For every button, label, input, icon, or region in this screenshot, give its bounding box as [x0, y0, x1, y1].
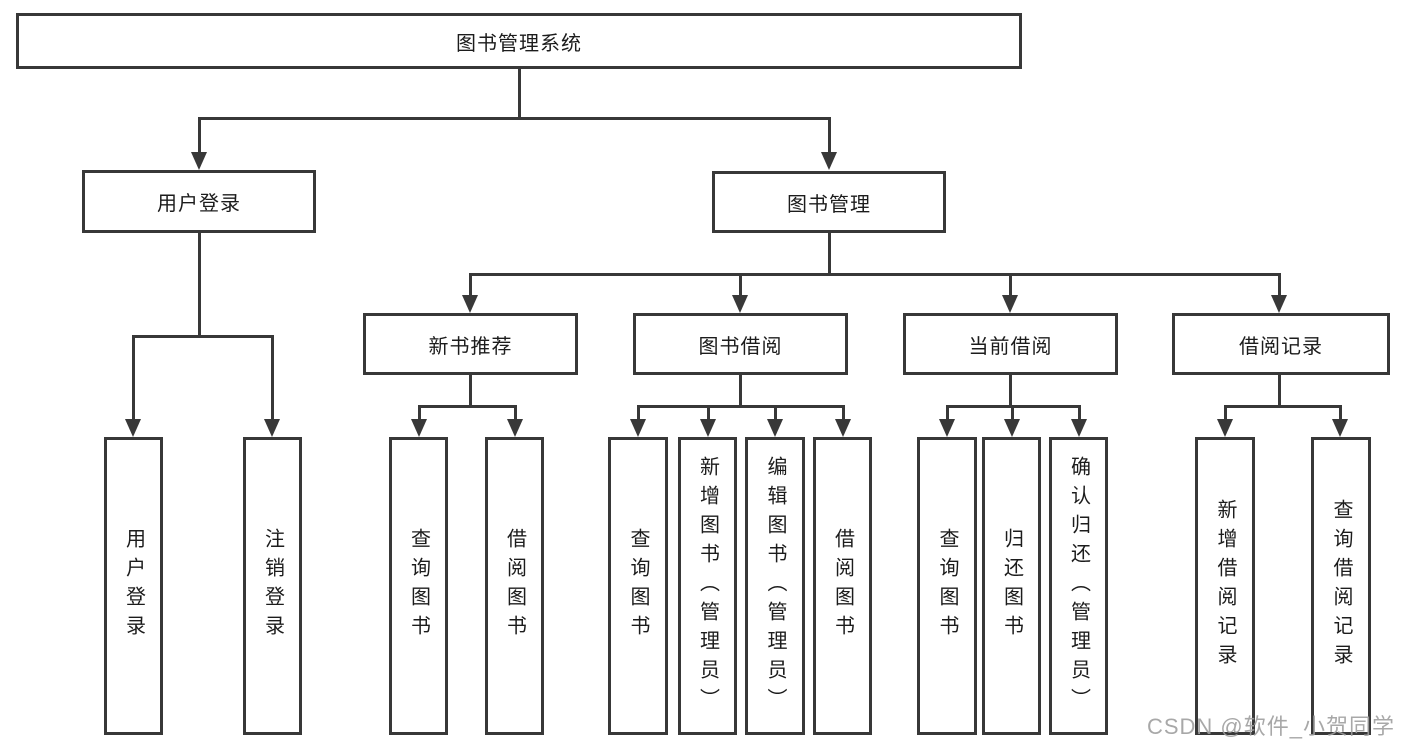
arrowhead-br-query: [1332, 419, 1348, 437]
connector-to-bb-borrow: [842, 405, 845, 420]
connector-book-borrow-drop: [739, 375, 742, 406]
node-book-borrow: 图书借阅: [633, 313, 848, 375]
connector-to-logout: [271, 335, 274, 420]
arrowhead-bb-query: [630, 419, 646, 437]
connector-to-book-mgmt: [828, 117, 831, 153]
leaf-bb-borrow-label: 借阅图书: [831, 528, 854, 644]
arrowhead-cb-confirm: [1071, 419, 1087, 437]
connector-user-login-drop: [198, 233, 201, 335]
node-book-mgmt-label: 图书管理: [787, 193, 871, 216]
connector-current-borrow-drop: [1009, 375, 1012, 406]
connector-to-bb-edit: [774, 405, 777, 420]
leaf-nb-borrow: 借阅图书: [485, 437, 544, 735]
node-root-label: 图书管理系统: [456, 32, 582, 55]
arrowhead-borrow-record: [1271, 295, 1287, 313]
node-new-book-rec-label: 新书推荐: [428, 335, 513, 358]
leaf-cb-query: 查询图书: [917, 437, 977, 735]
leaf-cb-return-label: 归还图书: [1000, 528, 1023, 644]
connector-to-cb-confirm: [1078, 405, 1081, 420]
arrowhead-cb-return: [1004, 419, 1020, 437]
leaf-nb-query-label: 查询图书: [407, 528, 430, 644]
arrowhead-bb-add: [700, 419, 716, 437]
arrowhead-bb-borrow: [835, 419, 851, 437]
arrowhead-cb-query: [939, 419, 955, 437]
arrowhead-br-add: [1217, 419, 1233, 437]
leaf-br-add: 新增借阅记录: [1195, 437, 1255, 735]
leaf-bb-borrow: 借阅图书: [813, 437, 872, 735]
leaf-cb-confirm: 确认归还（管理员）: [1049, 437, 1108, 735]
connector-borrow-record-drop: [1278, 375, 1281, 406]
connector-borrow-record-branch: [1224, 405, 1342, 408]
arrowhead-new-book-rec: [462, 295, 478, 313]
connector-root-branch: [198, 117, 830, 120]
connector-book-borrow-branch: [637, 405, 845, 408]
connector-to-nb-query: [418, 405, 421, 420]
connector-to-br-add: [1224, 405, 1227, 420]
leaf-nb-borrow-label: 借阅图书: [503, 528, 526, 644]
node-user-login-label: 用户登录: [157, 193, 241, 215]
connector-user-login-branch: [132, 335, 273, 338]
connector-new-book-rec-branch: [418, 405, 517, 408]
leaf-login: 用户登录: [104, 437, 163, 735]
leaf-cb-query-label: 查询图书: [936, 528, 958, 644]
node-book-borrow-label: 图书借阅: [698, 335, 783, 358]
leaf-nb-query: 查询图书: [389, 437, 448, 735]
leaf-logout-label: 注销登录: [261, 528, 284, 644]
leaf-br-query-label: 查询借阅记录: [1330, 499, 1352, 673]
node-borrow-record-label: 借阅记录: [1239, 335, 1323, 358]
leaf-bb-edit-label: 编辑图书（管理员）: [764, 455, 786, 717]
connector-to-nb-borrow: [514, 405, 517, 420]
connector-to-cb-return: [1011, 405, 1014, 420]
connector-book-mgmt-branch: [469, 273, 1281, 276]
arrowhead-user-login: [191, 152, 207, 170]
node-root: 图书管理系统: [16, 13, 1022, 69]
connector-to-current-borrow: [1009, 273, 1012, 296]
connector-to-new-book-rec: [469, 273, 472, 296]
connector-book-mgmt-drop: [828, 233, 831, 274]
arrowhead-nb-borrow: [507, 419, 523, 437]
arrowhead-book-borrow: [732, 295, 748, 313]
node-current-borrow: 当前借阅: [903, 313, 1118, 375]
connector-to-user-login: [198, 117, 201, 153]
arrowhead-login: [125, 419, 141, 437]
leaf-bb-edit: 编辑图书（管理员）: [745, 437, 805, 735]
connector-to-br-query: [1339, 405, 1342, 420]
leaf-bb-query: 查询图书: [608, 437, 668, 735]
leaf-bb-add-label: 新增图书（管理员）: [696, 455, 719, 717]
connector-to-bb-add: [707, 405, 710, 420]
connector-to-borrow-record: [1278, 273, 1281, 296]
connector-to-login: [132, 335, 135, 420]
leaf-logout: 注销登录: [243, 437, 302, 735]
leaf-br-query: 查询借阅记录: [1311, 437, 1371, 735]
arrowhead-book-mgmt: [821, 152, 837, 170]
connector-to-book-borrow: [739, 273, 742, 296]
arrowhead-nb-query: [411, 419, 427, 437]
connector-to-cb-query: [946, 405, 949, 420]
watermark-text: CSDN @软件_小贺同学: [1146, 714, 1395, 739]
leaf-cb-return: 归还图书: [982, 437, 1041, 735]
node-user-login: 用户登录: [82, 170, 316, 233]
leaf-bb-add: 新增图书（管理员）: [678, 437, 737, 735]
node-new-book-rec: 新书推荐: [363, 313, 578, 375]
connector-root-drop: [518, 69, 521, 117]
connector-new-book-rec-drop: [469, 375, 472, 406]
node-current-borrow-label: 当前借阅: [968, 335, 1053, 358]
node-book-mgmt: 图书管理: [712, 171, 946, 233]
arrowhead-current-borrow: [1002, 295, 1018, 313]
leaf-login-label: 用户登录: [122, 528, 145, 644]
leaf-br-add-label: 新增借阅记录: [1214, 499, 1236, 673]
arrowhead-bb-edit: [767, 419, 783, 437]
connector-to-bb-query: [637, 405, 640, 420]
leaf-bb-query-label: 查询图书: [627, 528, 649, 644]
node-borrow-record: 借阅记录: [1172, 313, 1390, 375]
leaf-cb-confirm-label: 确认归还（管理员）: [1067, 455, 1090, 717]
arrowhead-logout: [264, 419, 280, 437]
